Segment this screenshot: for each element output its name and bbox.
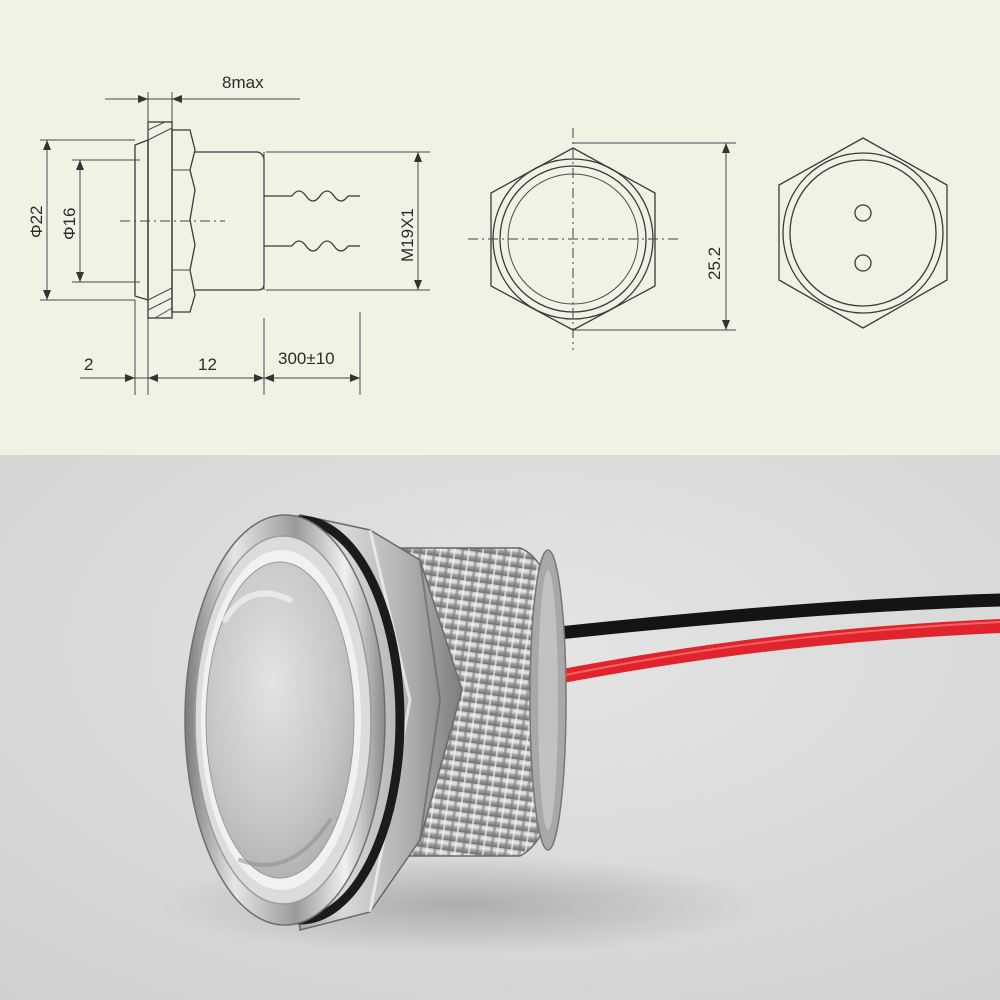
dim-hex-across-corners: 25.2	[705, 247, 724, 280]
button-face	[205, 561, 355, 879]
wire-leads	[264, 190, 360, 252]
dim-thread: M19X1	[398, 208, 417, 262]
front-view: 25.2	[468, 128, 736, 350]
dim-body-length: 12	[198, 355, 217, 374]
wires	[533, 593, 1000, 687]
rear-view	[778, 137, 948, 329]
terminal-hole-top	[854, 204, 872, 222]
dim-outer-diameter: Φ22	[27, 206, 46, 238]
dim-inner-diameter: Φ16	[60, 208, 79, 240]
dim-overall-depth: 8max	[222, 73, 264, 92]
dim-wire-length: 300±10	[278, 349, 335, 368]
product-photo	[0, 455, 1000, 1000]
drawing-background	[0, 0, 1000, 455]
terminal-hole-bottom	[854, 254, 872, 272]
technical-drawing: 8max Φ22 Φ16 M19X1	[0, 0, 1000, 455]
dim-flange-thickness: 2	[84, 355, 93, 374]
side-view: 8max Φ22 Φ16 M19X1	[27, 73, 430, 395]
black-wire	[533, 593, 1000, 642]
